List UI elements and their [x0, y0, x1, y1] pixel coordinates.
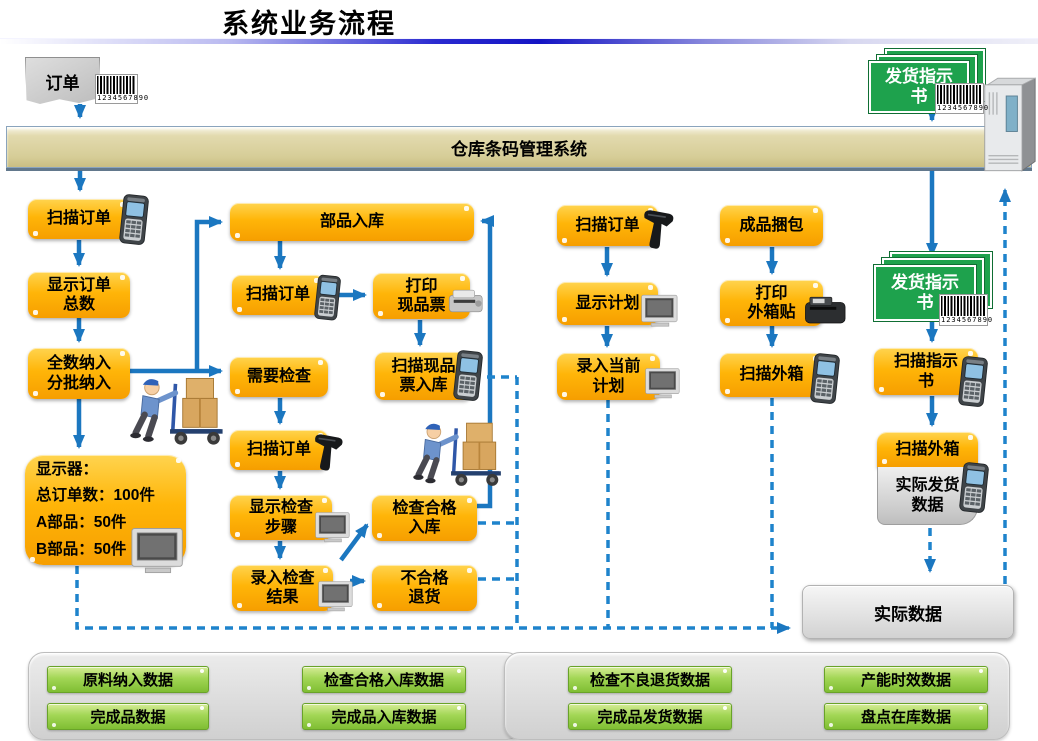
handheld-scanner-icon	[311, 271, 343, 326]
gun-scanner-icon	[642, 205, 676, 253]
box-label: 打印 现品票	[397, 277, 446, 314]
server-icon	[981, 68, 1037, 180]
box-show-order-total: 显示订单 总数	[28, 272, 130, 318]
carton-printer-icon	[804, 292, 848, 329]
handheld-scanner-icon	[116, 191, 152, 250]
order-note: 订单	[25, 57, 100, 105]
monitor-icon	[315, 511, 351, 544]
box-full-batch-input: 全数纳入 分批纳入	[28, 348, 130, 399]
chip-capacity-time-data: 产能时效数据	[824, 666, 988, 693]
monitor-icon	[645, 367, 681, 400]
box-label: 扫描现品 票入库	[391, 357, 456, 394]
box-label: 录入当前 计划	[576, 358, 641, 395]
card-front: 发货指示 书	[873, 264, 977, 322]
box-scan-carton-right: 扫描外箱	[877, 432, 978, 467]
box-label: 扫描外箱	[739, 366, 804, 384]
box-label: 成品捆包	[739, 216, 804, 234]
box-label: 录入检查 结果	[250, 569, 315, 606]
monitor-icon	[641, 293, 679, 329]
chip-label: 检查合格入库数据	[323, 672, 444, 689]
box-inspection-pass-inbound: 检查合格 入库	[372, 495, 477, 541]
barcode-number: 1234567890	[937, 104, 990, 112]
system-bar: 仓库条码管理系统	[6, 126, 1032, 168]
box-label: 扫描外箱	[895, 440, 960, 458]
box-scan-order-parts: 扫描订单	[232, 275, 324, 315]
chip-finished-goods-inbound-data: 完成品入库数据	[302, 703, 466, 730]
box-scan-order-plan: 扫描订单	[557, 205, 658, 246]
box-label: 显示检查 步骤	[248, 499, 313, 536]
chip-label: 完成品发货数据	[597, 709, 703, 726]
chip-label: 完成品入库数据	[331, 709, 437, 726]
box-need-inspection: 需要检查	[230, 357, 328, 397]
box-label: 扫描指示 书	[893, 353, 958, 390]
shipping-instruction-label: 发货指示 书	[891, 273, 959, 312]
monitor-icon	[318, 580, 354, 613]
order-barcode-icon: 1234567890	[95, 74, 150, 104]
barcode-bars	[941, 296, 986, 316]
box-label: 扫描订单	[46, 210, 111, 228]
chip-label: 完成品数据	[90, 709, 166, 726]
shipping-barcode-mid-icon: 1234567890	[939, 294, 994, 326]
box-label: 需要检查	[246, 368, 311, 386]
chip-label: 检查不良退货数据	[589, 672, 710, 689]
box-label: 打印 外箱贴	[747, 284, 796, 321]
box-inspection-fail-return: 不合格 退货	[372, 565, 477, 611]
box-label: 全数纳入 分批纳入	[46, 355, 111, 392]
barcode-number: 1234567890	[97, 94, 150, 102]
shipping-instruction-label: 发货指示 书	[885, 67, 953, 106]
chip-finished-goods-data: 完成品数据	[47, 703, 209, 730]
chip-label: 产能时效数据	[860, 672, 951, 689]
handheld-scanner-icon	[807, 349, 843, 410]
box-label: 显示计划	[575, 294, 640, 312]
box-actual-data: 实际数据	[802, 585, 1014, 639]
box-label: 扫描订单	[246, 441, 311, 459]
chip-stocktake-inventory-data: 盘点在库数据	[824, 703, 988, 730]
barcode-bars	[97, 76, 136, 94]
box-label: 部品入库	[319, 213, 384, 231]
box-label: 扫描订单	[575, 216, 640, 234]
label-printer-icon	[448, 284, 486, 318]
title-divider	[0, 38, 1038, 44]
chip-inspection-reject-return-data: 检查不良退货数据	[568, 666, 732, 693]
box-label: 扫描订单	[245, 286, 310, 304]
chip-raw-material-intake-data: 原料纳入数据	[47, 666, 209, 693]
box-label: 显示订单 总数	[46, 276, 111, 313]
box-show-plan: 显示计划	[557, 282, 658, 325]
box-display-summary: 显示器： 总订单数：100件 A部品：50件 B部品：50件	[25, 455, 186, 565]
chip-finished-goods-shipping-data: 完成品发货数据	[568, 703, 732, 730]
handheld-scanner-icon	[450, 347, 486, 406]
box-scan-order-left: 扫描订单	[28, 199, 130, 239]
chip-inspection-pass-inbound-data: 检查合格入库数据	[302, 666, 466, 693]
box-finished-goods-packing: 成品捆包	[720, 205, 823, 246]
worker-cart-icon	[413, 418, 508, 491]
box-enter-current-plan: 录入当前 计划	[557, 353, 660, 400]
chip-label: 原料纳入数据	[82, 672, 173, 689]
box-parts-inbound: 部品入库	[230, 203, 474, 241]
handheld-scanner-icon	[956, 461, 991, 516]
barcode-number: 1234567890	[941, 316, 994, 324]
order-note-label: 订单	[45, 73, 80, 93]
box-label: 显示器： 总订单数：100件 A部品：50件 B部品：50件	[36, 460, 155, 558]
box-label: 实际发货 数据	[895, 476, 960, 514]
box-scan-carton: 扫描外箱	[720, 353, 823, 397]
box-label: 不合格 退货	[400, 569, 449, 606]
box-label: 实际数据	[874, 604, 942, 624]
monitor-icon	[131, 526, 185, 576]
barcode-bars	[937, 85, 982, 104]
page-title: 系统业务流程	[222, 9, 396, 39]
system-bar-label: 仓库条码管理系统	[451, 139, 587, 159]
actual-shipping-data-sheet: 实际发货 数据	[877, 467, 978, 525]
handheld-scanner-icon	[955, 354, 990, 411]
box-enter-inspection-result: 录入检查 结果	[232, 565, 333, 611]
gun-scanner-icon	[313, 430, 345, 474]
box-scan-order-inspection: 扫描订单	[230, 430, 328, 470]
box-show-inspection-steps: 显示检查 步骤	[230, 495, 332, 540]
box-label: 检查合格 入库	[392, 499, 457, 536]
chip-label: 盘点在库数据	[860, 709, 951, 726]
shipping-barcode-top-icon: 1234567890	[935, 83, 990, 114]
worker-cart-icon	[130, 373, 230, 450]
